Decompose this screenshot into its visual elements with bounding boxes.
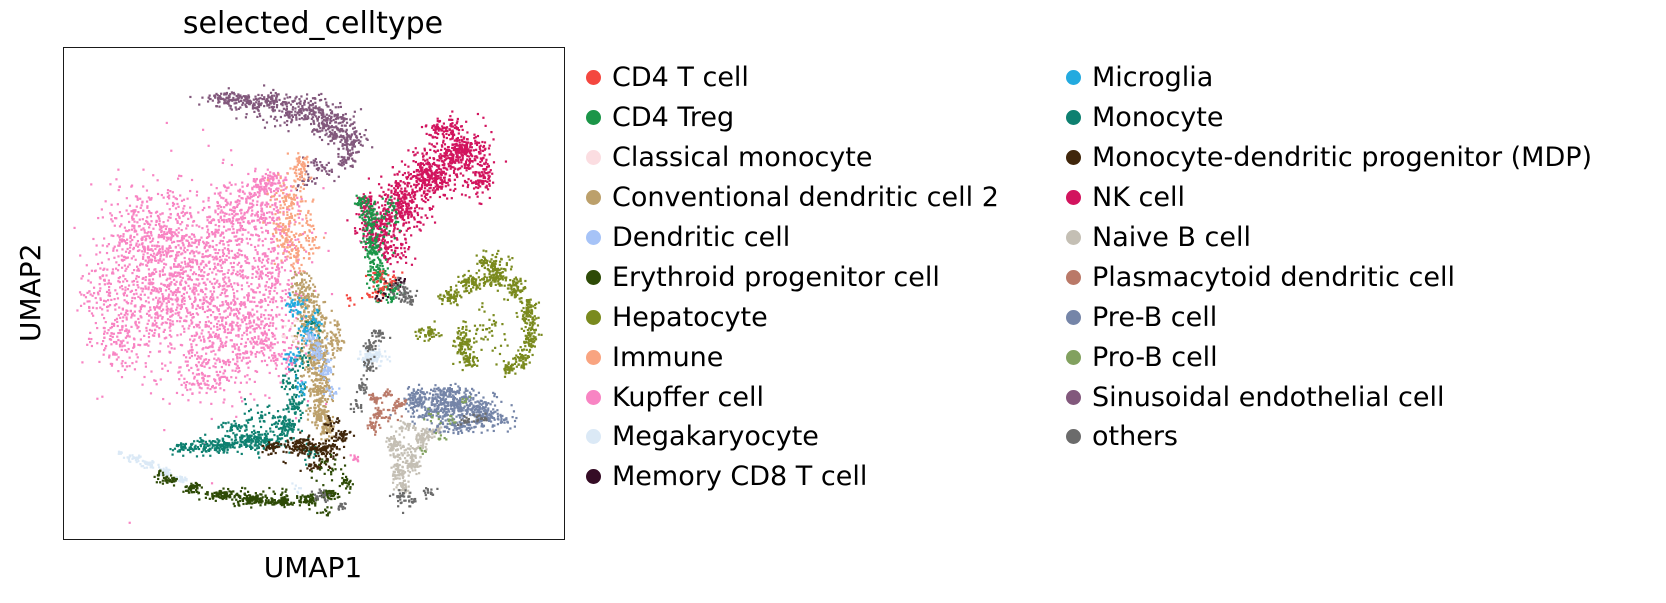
x-axis-label: UMAP1 bbox=[263, 551, 363, 584]
legend-item: Sinusoidal endothelial cell bbox=[1066, 377, 1592, 417]
legend-swatch-icon bbox=[586, 429, 601, 445]
legend-item: Monocyte-dendritic progenitor (MDP) bbox=[1066, 138, 1592, 178]
legend-swatch-icon bbox=[1066, 349, 1081, 365]
legend-label: CD4 Treg bbox=[612, 102, 735, 134]
legend-item: Monocyte bbox=[1066, 98, 1592, 138]
legend-item: NK cell bbox=[1066, 178, 1592, 218]
legend-swatch-icon bbox=[1066, 389, 1081, 405]
legend-label: Microglia bbox=[1092, 62, 1214, 94]
legend-swatch-icon bbox=[586, 469, 601, 485]
plot-title: selected_celltype bbox=[182, 6, 444, 41]
legend-swatch-icon bbox=[586, 349, 601, 365]
legend-swatch-icon bbox=[586, 190, 601, 206]
legend-label: Megakaryocyte bbox=[612, 421, 819, 453]
legend-swatch-icon bbox=[586, 230, 601, 245]
legend-item: Memory CD8 T cell bbox=[586, 457, 999, 497]
legend-swatch-icon bbox=[1066, 269, 1081, 285]
legend-item: CD4 Treg bbox=[586, 98, 999, 138]
legend-item: Pre-B cell bbox=[1066, 297, 1592, 337]
legend-label: Plasmacytoid dendritic cell bbox=[1092, 261, 1455, 293]
legend-item: Pro-B cell bbox=[1066, 337, 1592, 377]
legend-item: Hepatocyte bbox=[586, 297, 999, 337]
legend-swatch-icon bbox=[586, 110, 601, 126]
umap-scatter-canvas bbox=[64, 48, 564, 539]
legend-swatch-icon bbox=[1066, 110, 1081, 126]
legend-item: Plasmacytoid dendritic cell bbox=[1066, 257, 1592, 297]
legend-label: Erythroid progenitor cell bbox=[612, 261, 940, 293]
legend-item: Kupffer cell bbox=[586, 377, 999, 417]
legend-label: Memory CD8 T cell bbox=[612, 461, 868, 493]
legend-swatch-icon bbox=[1066, 429, 1081, 445]
legend-swatch-icon bbox=[586, 269, 601, 285]
legend-label: Naive B cell bbox=[1092, 222, 1251, 253]
legend-label: Classical monocyte bbox=[612, 142, 873, 174]
legend-swatch-icon bbox=[586, 150, 601, 166]
legend-label: Sinusoidal endothelial cell bbox=[1092, 381, 1445, 413]
legend-label: Pre-B cell bbox=[1092, 301, 1218, 333]
legend-label: Monocyte-dendritic progenitor (MDP) bbox=[1092, 142, 1593, 174]
legend-label: others bbox=[1092, 421, 1178, 453]
legend-swatch-icon bbox=[586, 309, 601, 325]
legend-item: others bbox=[1066, 417, 1592, 457]
legend-label: Pro-B cell bbox=[1092, 341, 1218, 373]
legend-label: Kupffer cell bbox=[612, 381, 764, 413]
legend-swatch-icon bbox=[1066, 230, 1081, 245]
legend-item: Naive B cell bbox=[1066, 218, 1592, 258]
y-axis-label: UMAP2 bbox=[14, 243, 47, 342]
legend-item: Conventional dendritic cell 2 bbox=[586, 178, 999, 218]
legend-label: CD4 T cell bbox=[612, 62, 749, 94]
legend-item: Dendritic cell bbox=[586, 218, 999, 258]
legend-label: Dendritic cell bbox=[612, 222, 791, 253]
legend-swatch-icon bbox=[1066, 70, 1081, 86]
legend-label: Conventional dendritic cell 2 bbox=[612, 182, 999, 214]
legend-item: Erythroid progenitor cell bbox=[586, 257, 999, 297]
legend-swatch-icon bbox=[1066, 190, 1081, 206]
legend-swatch-icon bbox=[586, 70, 601, 86]
legend-item: Immune bbox=[586, 337, 999, 377]
legend-item: Megakaryocyte bbox=[586, 417, 999, 457]
legend-item: CD4 T cell bbox=[586, 58, 999, 98]
legend-swatch-icon bbox=[1066, 150, 1081, 166]
legend-swatch-icon bbox=[586, 389, 601, 405]
legend-label: Immune bbox=[612, 341, 724, 373]
legend-label: Hepatocyte bbox=[612, 301, 768, 333]
legend-item: Classical monocyte bbox=[586, 138, 999, 178]
umap-plot-area bbox=[63, 47, 565, 540]
legend-label: NK cell bbox=[1092, 182, 1185, 214]
legend-label: Monocyte bbox=[1092, 102, 1224, 134]
legend-swatch-icon bbox=[1066, 309, 1081, 325]
legend-item: Microglia bbox=[1066, 58, 1592, 98]
